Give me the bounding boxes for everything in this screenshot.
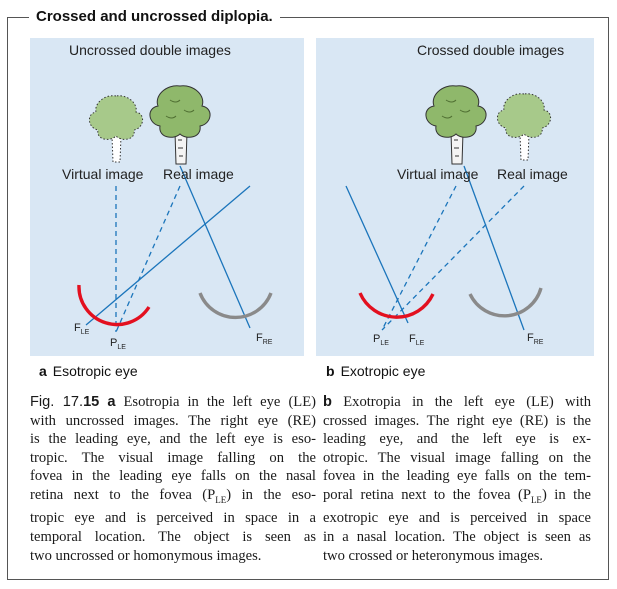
eye-arc-icon (200, 293, 271, 317)
panel-a-ple-label: PLE (110, 337, 126, 351)
ray-fle-to-space (86, 186, 250, 325)
real-tree-icon (150, 86, 210, 164)
eye-arc-icon (470, 288, 541, 316)
box-title: Crossed and uncrossed diplopia. (32, 8, 279, 25)
ray-virtual-dashed (382, 186, 524, 330)
frame-left (7, 17, 8, 580)
frame-bottom (7, 579, 609, 580)
panel-a-virtual-label: Virtual image (62, 166, 143, 182)
caption-b: b Exotropia in the left eye (LE) with cr… (323, 393, 591, 565)
ray-real-to-fre (180, 166, 250, 328)
panel-a-fle-label: FLE (74, 322, 89, 336)
panel-b-real-label: Real image (497, 166, 568, 182)
panel-a-fre-label: FRE (256, 332, 272, 346)
caption-a: Fig. 17.15 a Esotropia in the left eye (… (30, 393, 316, 565)
panel-a-diagram (30, 38, 304, 356)
panel-b-fre-label: FRE (527, 332, 543, 346)
virtual-tree-icon (497, 94, 550, 160)
panel-b-ple-label: PLE (373, 333, 389, 347)
panel-b-diagram (316, 38, 594, 356)
real-tree-icon (426, 86, 486, 164)
frame-top-right (280, 17, 609, 18)
panel-b-fle-label: FLE (409, 333, 424, 347)
frame-right (608, 17, 609, 580)
frame-top-left (7, 17, 29, 18)
panel-a-real-label: Real image (163, 166, 234, 182)
ray-real-to-fre (464, 166, 524, 330)
ray-space-to-fle (346, 186, 408, 323)
virtual-tree-icon (89, 96, 142, 162)
eye-arc-icon (79, 285, 149, 325)
panel-b-virtual-label: Virtual image (397, 166, 478, 182)
